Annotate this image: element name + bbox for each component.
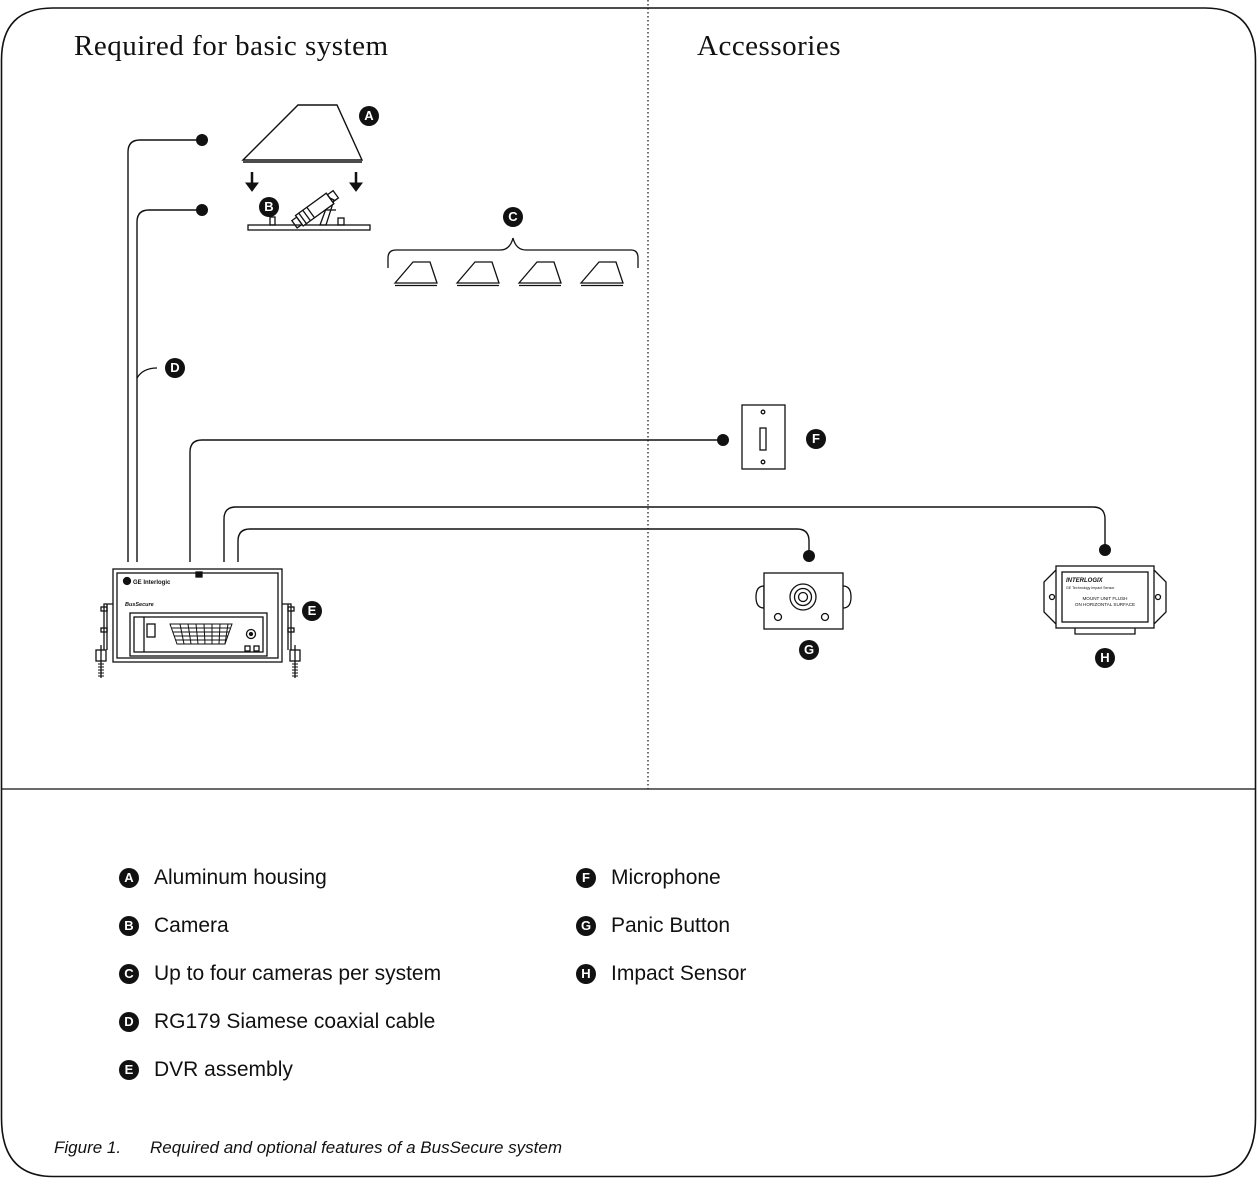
dvr-model-label: BusSecure: [125, 602, 154, 608]
dvr-assembly-drawing: [95, 568, 301, 678]
required-heading: Required for basic system: [74, 30, 389, 62]
legend-label-impact-sensor: Impact Sensor: [611, 962, 747, 985]
legend-key-b: B: [119, 916, 139, 936]
legend-key-c: C: [119, 964, 139, 984]
legend-label-panic-button: Panic Button: [611, 914, 731, 937]
coaxial-cable: [127, 139, 201, 562]
legend-key-e: E: [119, 1060, 139, 1080]
impact-sensor-drawing: [1043, 565, 1167, 635]
camera-group-drawing: [387, 237, 639, 287]
callout-f: F: [806, 429, 826, 449]
microphone-drawing: [741, 404, 786, 470]
microphone-cable: [189, 439, 722, 562]
panic-button-cable: [237, 528, 810, 562]
callout-b: B: [259, 197, 279, 217]
mount-arrow: [245, 172, 363, 192]
legend-label-microphone: Microphone: [611, 866, 721, 889]
cable-end-dot: [196, 134, 208, 146]
legend-item-a: A Aluminum housing: [119, 865, 327, 891]
legend-key-d: D: [119, 1012, 139, 1032]
callout-g: G: [799, 640, 819, 660]
legend-label-camera: Camera: [154, 914, 229, 937]
legend-item-b: B Camera: [119, 913, 229, 939]
impact-sensor-brand: INTERLOGIX: [1066, 578, 1104, 584]
callout-d: D: [165, 358, 185, 378]
legend-key-h: H: [576, 964, 596, 984]
legend-item-f: F Microphone: [576, 865, 721, 891]
callout-h: H: [1095, 648, 1115, 668]
legend-key-a: A: [119, 868, 139, 888]
figure-caption-text: Required and optional features of a BusS…: [150, 1138, 563, 1157]
legend-key-g: G: [576, 916, 596, 936]
dvr-brand-label: GE Interlogic: [133, 580, 171, 586]
callout-pointer: [136, 367, 158, 379]
legend-label-coaxial-cable: RG179 Siamese coaxial cable: [154, 1010, 436, 1033]
legend-item-g: G Panic Button: [576, 913, 730, 939]
legend-key-f: F: [576, 868, 596, 888]
cable-end-dot: [803, 550, 815, 562]
cable-end-dot: [196, 204, 208, 216]
legend-item-h: H Impact Sensor: [576, 961, 746, 987]
callout-c: C: [503, 207, 523, 227]
legend-label-aluminum-housing: Aluminum housing: [154, 866, 327, 889]
figure-number: Figure 1.: [54, 1138, 122, 1157]
impact-sensor-cable: [223, 506, 1106, 562]
legend-label-dvr-assembly: DVR assembly: [154, 1058, 293, 1081]
impact-sensor-instruction: ON HORIZONTAL SURFACE: [1075, 602, 1135, 607]
aluminum-housing-drawing: [241, 104, 364, 163]
cable-end-dot: [1099, 544, 1111, 556]
callout-e: E: [302, 601, 322, 621]
impact-sensor-instruction: MOUNT UNIT FLUSH: [1082, 596, 1127, 601]
legend-item-d: D RG179 Siamese coaxial cable: [119, 1009, 435, 1035]
legend-item-e: E DVR assembly: [119, 1057, 293, 1083]
figure-frame: [0, 7, 1257, 1178]
panic-button-drawing: [755, 572, 852, 630]
accessories-heading: Accessories: [697, 30, 842, 62]
impact-sensor-subtitle: GE Technology Impact Sensor: [1066, 586, 1115, 590]
callout-a: A: [359, 106, 379, 126]
dvr-bolt-threads: [98, 663, 298, 677]
camera-drawing: [247, 189, 371, 231]
legend-label-cameras-per-system: Up to four cameras per system: [154, 962, 442, 985]
cable-end-dot: [717, 434, 729, 446]
legend-item-c: C Up to four cameras per system: [119, 961, 441, 987]
figure-caption: Figure 1. Required and optional features …: [54, 1138, 562, 1158]
